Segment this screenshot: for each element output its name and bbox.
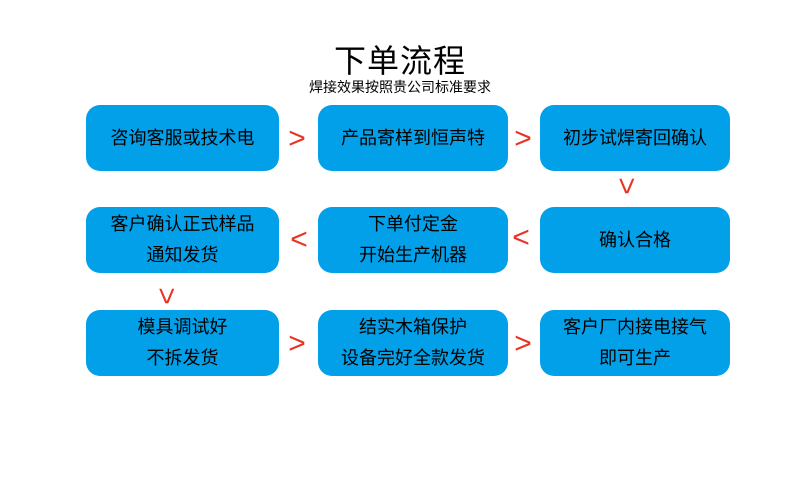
flow-step-4-label: 客户确认正式样品	[110, 214, 255, 234]
arrow-down-icon: >	[610, 177, 643, 195]
page-title: 下单流程	[333, 43, 466, 79]
flow-step-7-label: 模具调试好	[137, 317, 228, 337]
flow-step-9: 客户厂内接电接气 即可生产	[540, 310, 730, 376]
flow-step-2-label: 产品寄样到恒声特	[341, 127, 485, 148]
flow-step-5-label: 下单付定金	[368, 214, 458, 234]
flow-step-8: 结实木箱保护 设备完好全款发货	[318, 310, 508, 376]
flow-step-4: 客户确认正式样品 通知发货	[86, 207, 279, 273]
arrow-left-icon: <	[512, 221, 530, 254]
page-subtitle: 焊接效果按照贵公司标准要求	[309, 79, 491, 95]
arrow-left-icon: <	[290, 223, 308, 256]
flow-step-7: 模具调试好 不拆发货	[86, 310, 279, 376]
flow-step-1-label: 咨询客服或技术电	[110, 127, 255, 148]
flow-step-5: 下单付定金 开始生产机器	[318, 207, 508, 273]
flow-step-8-label: 结实木箱保护	[359, 317, 467, 337]
arrow-right-icon: >	[514, 122, 532, 155]
flow-step-1: 咨询客服或技术电	[86, 105, 279, 171]
flow-step-6: 确认合格	[540, 207, 730, 273]
flow-step-6-label: 确认合格	[599, 229, 671, 250]
flow-step-3: 初步试焊寄回确认	[540, 105, 730, 171]
flow-step-9-label: 客户厂内接电接气	[563, 317, 707, 337]
arrow-right-icon: >	[514, 327, 532, 360]
arrow-right-icon: >	[288, 122, 306, 155]
arrow-down-icon: >	[150, 287, 183, 305]
flow-step-3-label: 初步试焊寄回确认	[563, 127, 707, 148]
arrow-right-icon: >	[288, 327, 306, 360]
flow-step-2: 产品寄样到恒声特	[318, 105, 508, 171]
